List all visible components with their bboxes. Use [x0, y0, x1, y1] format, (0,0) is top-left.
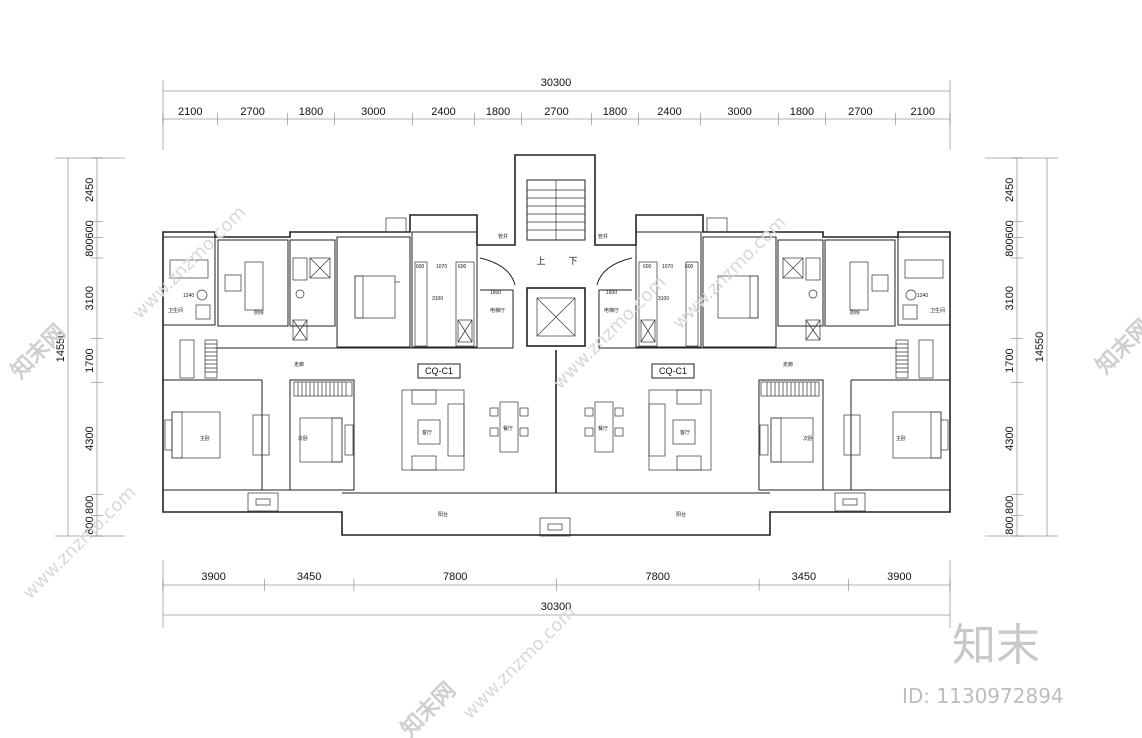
dim-segment-label: 800 [1004, 496, 1016, 514]
dim-segment-label: 1800 [603, 106, 627, 118]
label-lobby-right: 电梯厅 [604, 307, 619, 314]
inner-dim: 1600 [606, 290, 617, 296]
inner-dim: 1600 [490, 290, 501, 296]
dim-segment-label: 3000 [361, 106, 385, 118]
dim-segment-label: 2400 [657, 106, 681, 118]
inner-dim: 1240 [917, 293, 928, 299]
dim-segment-label: 2700 [848, 106, 872, 118]
label-master-bedroom-right: 主卧 [896, 435, 906, 442]
label-corridor-left: 走廊 [294, 361, 304, 368]
watermark-site-text: www.znzmo.com [459, 602, 581, 724]
top-dimensions: 30300 2100 2700 1800 3000 2400 1800 2700 1800 24… [162, 77, 951, 150]
watermarks: www.znzmo.com www.znzmo.com www.znzmo.co… [6, 202, 1142, 738]
label-lobby-left: 电梯厅 [490, 307, 505, 314]
inner-dim: 3100 [658, 296, 669, 302]
label-bedroom-right: 次卧 [803, 435, 813, 442]
dim-segment-label: 800 [84, 496, 96, 514]
dim-segment-label: 2450 [1004, 178, 1016, 202]
watermark-id-text: ID: 1130972894 [902, 684, 1064, 708]
label-dining-right: 餐厅 [598, 425, 608, 432]
label-living-left: 客厅 [422, 429, 432, 436]
inner-dim: 3100 [432, 296, 443, 302]
label-bath-right: 卫生间 [930, 307, 945, 314]
stair-down-label: 下 [568, 256, 577, 266]
unit-tag-left: CQ-C1 [425, 366, 453, 376]
dim-segment-label: 1700 [1004, 348, 1016, 372]
dim-segment-label: 4300 [1004, 426, 1016, 450]
dim-segment-label: 7800 [443, 571, 467, 583]
dim-segment-label: 800 [1004, 516, 1016, 534]
dim-segment-label: 600 [1004, 220, 1016, 238]
label-kitchen-right: 厨房 [850, 309, 860, 316]
dim-segment-label: 1800 [299, 106, 323, 118]
watermark-side-mark: 知末网 [1091, 314, 1142, 379]
inner-dim: 600 [416, 264, 425, 270]
dim-segment-label: 2450 [84, 178, 96, 202]
dim-segment-label: 7800 [646, 571, 670, 583]
dim-segment-label: 2100 [910, 106, 934, 118]
inner-dim: 600 [685, 264, 694, 270]
building-outline [162, 154, 951, 536]
label-kitchen-left: 厨房 [254, 309, 264, 316]
watermark-site-text: www.znzmo.com [19, 482, 141, 604]
label-shaft-right: 管井 [598, 233, 608, 240]
watermark-site-text: www.znzmo.com [669, 212, 791, 334]
label-balcony-left: 阳台 [438, 511, 448, 518]
label-shaft-left: 管井 [498, 233, 508, 240]
overall-top-dim: 30300 [541, 77, 572, 89]
left-total-dim: 14550 [55, 332, 67, 363]
watermark-brand-logo: 知末 [952, 620, 1040, 671]
label-bath-left: 卫生间 [168, 307, 183, 314]
dim-segment-label: 3900 [201, 571, 225, 583]
right-total-dim: 14550 [1034, 332, 1046, 363]
stair-up-label: 上 [536, 256, 545, 266]
inner-dim: 1070 [662, 264, 673, 270]
dim-segment-label: 3450 [297, 571, 321, 583]
dim-segment-label: 2100 [178, 106, 202, 118]
unit-tag-right: CQ-C1 [659, 366, 687, 376]
dim-segment-label: 800 [84, 516, 96, 534]
dim-segment-label: 3450 [792, 571, 816, 583]
label-master-bedroom-left: 主卧 [200, 435, 210, 442]
label-corridor-right: 走廊 [783, 361, 793, 368]
dim-segment-label: 2700 [544, 106, 568, 118]
overall-bottom-dim: 30300 [541, 601, 572, 613]
dim-segment-label: 1800 [790, 106, 814, 118]
inner-dimensions: 600 1070 600 3100 1600 1600 3100 600 107… [183, 264, 928, 302]
inner-dim: 1240 [183, 293, 194, 299]
inner-dim: 1070 [436, 264, 447, 270]
dim-segment-label: 2400 [431, 106, 455, 118]
unit-tags: CQ-C1 CQ-C1 [417, 363, 695, 379]
watermark-site-text: www.znzmo.com [129, 202, 251, 324]
watermark-side-mark: 知末网 [396, 677, 461, 738]
dim-segment-label: 600 [84, 220, 96, 238]
dim-segment-label: 4300 [84, 426, 96, 450]
label-bedroom-left: 次卧 [298, 435, 308, 442]
dim-segment-label: 3100 [84, 286, 96, 310]
inner-dim: 600 [458, 264, 467, 270]
inner-dim: 600 [643, 264, 652, 270]
dim-segment-label: 3000 [727, 106, 751, 118]
label-living-right: 客厅 [680, 429, 690, 436]
label-balcony-right: 阳台 [676, 511, 686, 518]
dim-segment-label: 800 [1004, 238, 1016, 256]
bottom-dimensions: 30300 3900 3450 7800 7800 3450 3900 [162, 560, 951, 628]
right-unit [584, 217, 951, 512]
dim-segment-label: 3900 [887, 571, 911, 583]
dim-segment-label: 1800 [486, 106, 510, 118]
dim-segment-label: 1700 [84, 348, 96, 372]
dim-segment-label: 3100 [1004, 286, 1016, 310]
dim-segment-label: 800 [84, 238, 96, 256]
dim-segment-label: 2700 [240, 106, 264, 118]
left-unit [162, 217, 571, 537]
label-dining-left: 餐厅 [503, 425, 513, 432]
room-labels: 主卧 次卧 客厅 餐厅 厨房 卫生间 走廊 电梯厅 阳台 管井 主卧 次卧 客厅… [168, 233, 945, 518]
